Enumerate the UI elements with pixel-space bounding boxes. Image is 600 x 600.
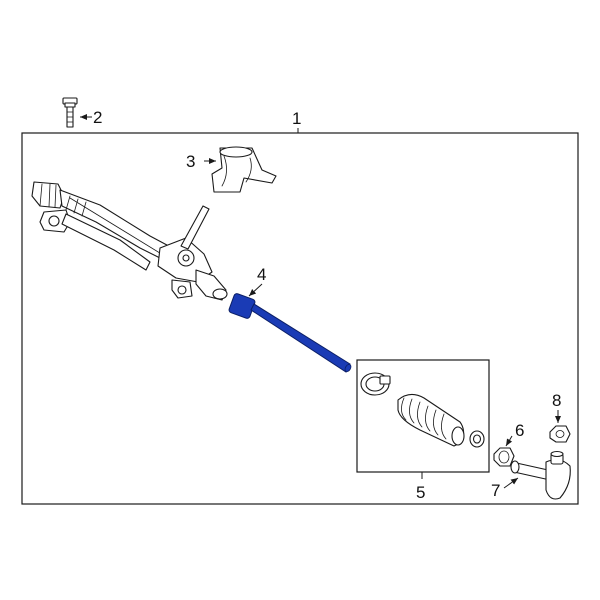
small-boot-clamp[interactable] <box>469 430 485 448</box>
boot-kit-frame <box>356 359 490 473</box>
bracket-part-3[interactable] <box>211 146 277 193</box>
leader-7 <box>503 477 519 489</box>
outer-tie-rod-end-part-7[interactable] <box>510 450 571 500</box>
leader-4 <box>248 283 263 297</box>
nut-part-8[interactable] <box>549 425 571 443</box>
callout-4: 4 <box>257 265 266 284</box>
bolt-part-2[interactable] <box>62 97 78 128</box>
callout-3: 3 <box>186 152 195 171</box>
callout-5: 5 <box>416 483 425 502</box>
callout-7: 7 <box>491 481 500 500</box>
callout-8: 8 <box>552 391 561 410</box>
leader-6 <box>505 435 513 447</box>
assembly-frame <box>21 132 579 505</box>
boot-clamp[interactable] <box>360 372 391 396</box>
inner-tie-rod-part-4[interactable] <box>228 293 352 373</box>
steering-rack-housing[interactable] <box>31 181 228 301</box>
callout-2: 2 <box>93 108 102 127</box>
callout-6: 6 <box>515 421 524 440</box>
jam-nut-part-6[interactable] <box>493 447 515 467</box>
callout-1: 1 <box>292 109 301 128</box>
bellows-boot[interactable] <box>397 393 465 447</box>
